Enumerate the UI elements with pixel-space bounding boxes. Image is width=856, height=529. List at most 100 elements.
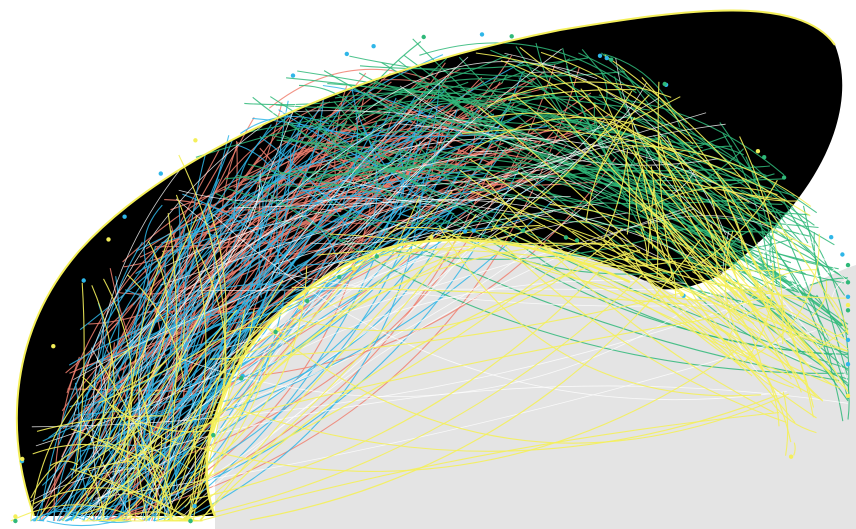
edge-layer (10, 9, 850, 527)
edge-green (517, 101, 712, 186)
inner-rim (205, 238, 631, 517)
edge-yellow (603, 149, 629, 240)
network-node (755, 149, 761, 154)
edge-yellow (10, 504, 144, 522)
edge-yellow (159, 308, 255, 497)
network-node (788, 454, 794, 459)
edge-blue (56, 138, 234, 522)
edge-yellow (486, 81, 672, 107)
edge-white (138, 56, 469, 522)
edge-yellow (249, 239, 701, 521)
edge-yellow (98, 359, 162, 479)
edge-green (458, 56, 787, 278)
edge-white (199, 288, 721, 292)
edge-yellow (647, 170, 786, 201)
edge-yellow (745, 233, 820, 361)
network-node (845, 362, 851, 367)
network-node (297, 305, 303, 310)
edge-yellow (82, 376, 174, 522)
edge-blue (42, 337, 197, 522)
edge-yellow (517, 171, 849, 352)
edge-red (203, 144, 482, 249)
edge-white (126, 214, 304, 347)
network-node (344, 51, 349, 57)
edge-yellow (126, 274, 185, 382)
edge-red (186, 185, 317, 356)
edge-green (730, 218, 847, 279)
edge-white (225, 208, 695, 349)
edge-white (399, 123, 537, 142)
edge-yellow (290, 227, 623, 332)
edge-green (419, 42, 637, 94)
network-node (781, 175, 787, 180)
edge-blue (378, 189, 396, 205)
edge-green (435, 81, 775, 192)
edge-green (333, 101, 833, 356)
network-node (429, 235, 434, 240)
edge-yellow (209, 292, 681, 360)
edge-blue (233, 113, 293, 220)
edge-yellow (435, 233, 725, 345)
edge-green (247, 91, 532, 133)
edge-yellow (438, 225, 762, 397)
outer-rim (15, 9, 836, 517)
edge-white (94, 123, 726, 522)
edge-yellow (395, 195, 421, 249)
edge-yellow (631, 124, 736, 312)
edge-yellow (147, 240, 169, 374)
edge-white (340, 179, 551, 218)
edge-red (354, 143, 418, 205)
edge-white (318, 131, 462, 277)
edge-white (178, 109, 457, 202)
edge-yellow (609, 120, 719, 277)
edge-white (178, 239, 780, 398)
network-node (679, 292, 684, 297)
edge-yellow (35, 429, 142, 522)
edge-yellow (82, 460, 136, 471)
network-node (211, 432, 216, 438)
edge-yellow (102, 477, 197, 522)
edge-yellow (484, 178, 774, 413)
edge-green (477, 136, 849, 387)
edge-white (472, 98, 659, 153)
network-node (192, 503, 197, 509)
edge-green (600, 52, 815, 226)
edge-yellow (199, 249, 641, 521)
edge-yellow (115, 511, 187, 522)
edge-yellow (182, 313, 300, 451)
edge-yellow (662, 225, 781, 359)
edge-red (101, 67, 580, 522)
network-node (662, 81, 667, 87)
edge-green (319, 124, 390, 131)
network-node (81, 278, 86, 283)
edge-green (406, 103, 564, 145)
edge-yellow (657, 81, 674, 280)
edge-green (719, 122, 833, 369)
edge-yellow (459, 169, 674, 275)
network-node (193, 138, 198, 143)
edge-yellow (793, 442, 796, 456)
edge-green (349, 55, 625, 77)
edge-blue (40, 175, 551, 522)
edge-green (257, 185, 846, 374)
edge-yellow (475, 52, 753, 216)
network-node (845, 302, 851, 308)
network-node (845, 262, 851, 268)
network-node (840, 252, 845, 257)
edge-white (55, 204, 245, 522)
edge-green (404, 163, 792, 264)
edge-blue (106, 334, 150, 522)
edge-yellow (188, 265, 308, 480)
edge-green (381, 62, 712, 183)
edge-green (247, 163, 778, 233)
edge-yellow (242, 224, 546, 351)
edge-yellow (540, 51, 694, 145)
edge-red (380, 79, 449, 89)
edge-blue (145, 290, 286, 522)
edge-blue (64, 507, 84, 520)
edge-yellow (70, 428, 163, 510)
edge-blue (236, 144, 269, 165)
edge-yellow (640, 204, 742, 368)
edge-blue (68, 120, 301, 516)
edge-yellow (753, 286, 773, 320)
